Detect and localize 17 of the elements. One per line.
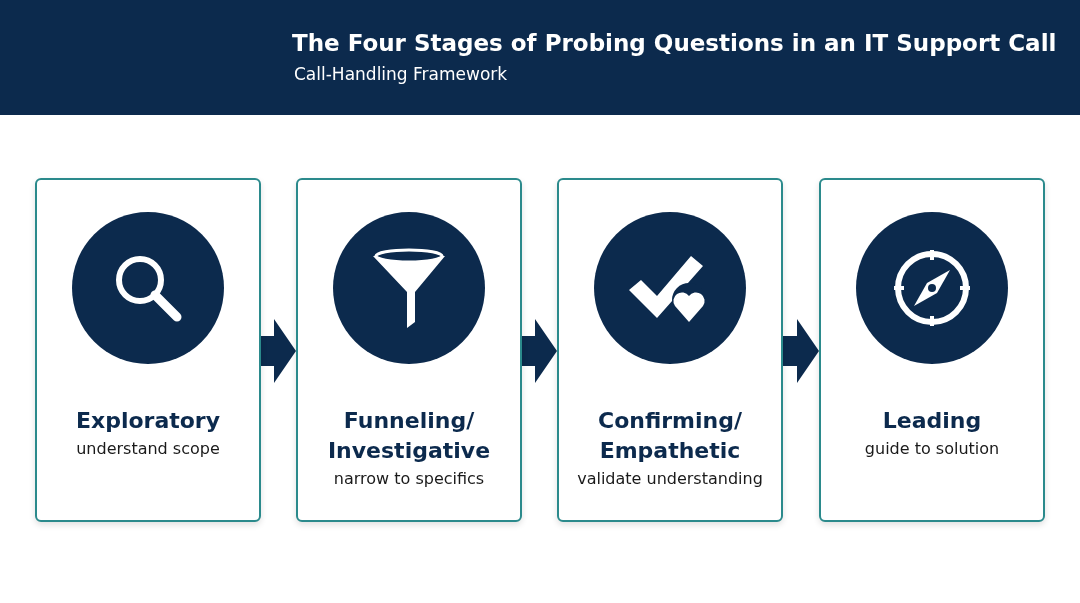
stage-description: guide to solution — [863, 438, 1001, 460]
stage-description: validate understanding — [576, 468, 764, 490]
stage-heading: Confirming/ Empathetic — [597, 407, 743, 465]
stage-description: narrow to specifics — [332, 468, 486, 490]
block-arrow — [261, 319, 296, 383]
stage-heading: Funneling/ Investigative — [326, 407, 492, 465]
subtitle: Call-Handling Framework — [294, 64, 508, 84]
stage-card — [819, 178, 1045, 522]
stage-card — [296, 178, 522, 522]
stage-heading: Exploratory — [74, 407, 222, 435]
block-arrow — [783, 319, 819, 383]
stage-card — [557, 178, 783, 522]
stage-card — [35, 178, 261, 522]
stage-description: understand scope — [75, 438, 221, 460]
block-arrow — [522, 319, 557, 383]
title: The Four Stages of Probing Questions in an IT Support Call — [292, 30, 1057, 56]
stage-heading: Leading — [881, 407, 983, 435]
